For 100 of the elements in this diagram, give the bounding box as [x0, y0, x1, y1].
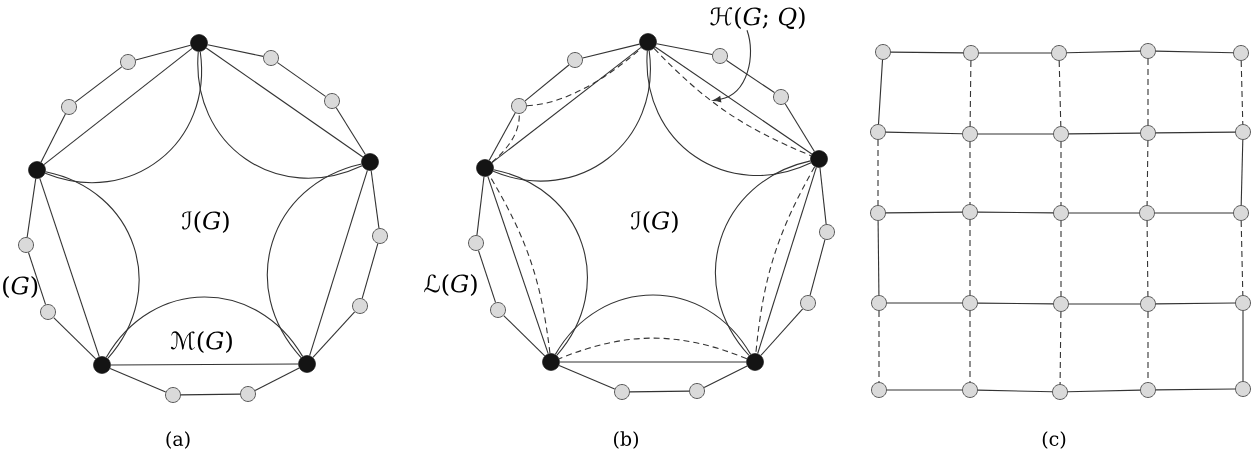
curved-edge [493, 169, 588, 356]
edge-line [109, 367, 167, 393]
edge-line [40, 113, 66, 163]
vertex-circle [1235, 124, 1251, 140]
edge-line [39, 177, 100, 358]
vertex-circle [324, 93, 340, 109]
vertex-circle [61, 99, 77, 115]
edge-line [1155, 50, 1234, 54]
edge-line [335, 107, 366, 156]
curved-edge [197, 51, 363, 179]
edge-line [886, 389, 963, 391]
edge-line [978, 52, 1052, 54]
edge-line [885, 211, 963, 214]
edge-line [886, 302, 963, 304]
vertex-circle [962, 126, 978, 142]
edge-line [977, 389, 1053, 393]
dashed-edge [877, 139, 879, 206]
vertex-dot [476, 159, 494, 177]
edge-line [1066, 50, 1141, 54]
edge-line [309, 169, 368, 357]
curved-edge [492, 50, 651, 182]
vertex-circle [871, 382, 887, 398]
edge-line [524, 64, 570, 102]
edge-line [477, 250, 497, 303]
vertex-circle [1140, 43, 1156, 59]
vertex-circle [511, 98, 527, 114]
vertex-circle [963, 45, 979, 61]
edge-line [312, 311, 356, 359]
vertex-dot [361, 153, 379, 171]
edge-line [1155, 131, 1236, 134]
dashed-edge [1146, 140, 1149, 206]
vertex-circle [875, 44, 891, 60]
vertex-circle [18, 237, 34, 253]
vertex-circle [352, 298, 368, 314]
curved-edge [105, 296, 304, 358]
edge-line [74, 66, 123, 103]
vertex-circle [819, 224, 835, 240]
vertex-circle [1233, 205, 1249, 221]
vertex-circle [800, 295, 816, 311]
vertex-circle [962, 382, 978, 398]
dashed-edge [1146, 220, 1149, 297]
vertex-circle [263, 50, 279, 66]
edge-line [1240, 139, 1244, 206]
dashed-edge [1060, 141, 1062, 206]
vertex-circle [490, 302, 506, 318]
edge-line [977, 302, 1054, 305]
vertex-dot [93, 356, 111, 374]
dashed-edge [1240, 220, 1244, 296]
edge-line [1155, 302, 1236, 305]
vertex-circle [962, 204, 978, 220]
edge-line [207, 44, 264, 57]
edge-line [1068, 303, 1141, 305]
subfigure-caption: (b) [614, 431, 638, 449]
edge-line [559, 361, 747, 363]
edge-line [1067, 389, 1141, 393]
edge-line [370, 170, 380, 229]
dashed-edge [969, 60, 972, 127]
edge-line [890, 51, 964, 54]
subfigure-caption: (c) [1042, 431, 1066, 449]
dashed-edge [1058, 60, 1062, 127]
curved-edge [554, 294, 752, 355]
edge-line [760, 308, 804, 356]
vertex-circle [689, 383, 705, 399]
edge-line [885, 131, 963, 135]
vertex-circle [1235, 295, 1251, 311]
vertex-circle [870, 205, 886, 221]
vertex-circle [120, 54, 136, 70]
edge-line [656, 43, 713, 56]
vertex-circle [567, 52, 583, 68]
vertex-circle [165, 387, 181, 403]
vertex-circle [870, 124, 886, 140]
leader-arrow [712, 29, 752, 103]
edge-line [503, 315, 546, 357]
vertex-circle [40, 304, 56, 320]
edge-line [205, 47, 364, 158]
edge-line [276, 62, 327, 97]
dashed-edge [1147, 58, 1149, 126]
vertex-circle [1140, 382, 1156, 398]
edge-line [1068, 132, 1141, 135]
vertex-circle [1140, 125, 1156, 141]
math-label: ℐ(G) [182, 211, 229, 233]
dashed-edge [878, 310, 880, 383]
edge-line [110, 363, 299, 366]
math-label: ℐ(G) [631, 211, 678, 233]
vertex-circle [1139, 205, 1155, 221]
edge-line [26, 178, 37, 238]
edge-line [135, 44, 192, 61]
dashed-edge [1060, 220, 1062, 297]
edge-line [629, 390, 690, 393]
edge-line [1154, 212, 1234, 214]
vertex-circle [1235, 381, 1251, 397]
vertex-circle [468, 235, 484, 251]
vertex-circle [1053, 126, 1069, 142]
vertex-circle [773, 89, 789, 105]
edge-line [361, 243, 379, 299]
math-label: ℳ(G) [170, 331, 232, 353]
vertex-dot [810, 150, 828, 168]
dashed-edge [558, 337, 748, 360]
dashed-edge [1240, 60, 1244, 125]
edge-line [476, 176, 485, 236]
